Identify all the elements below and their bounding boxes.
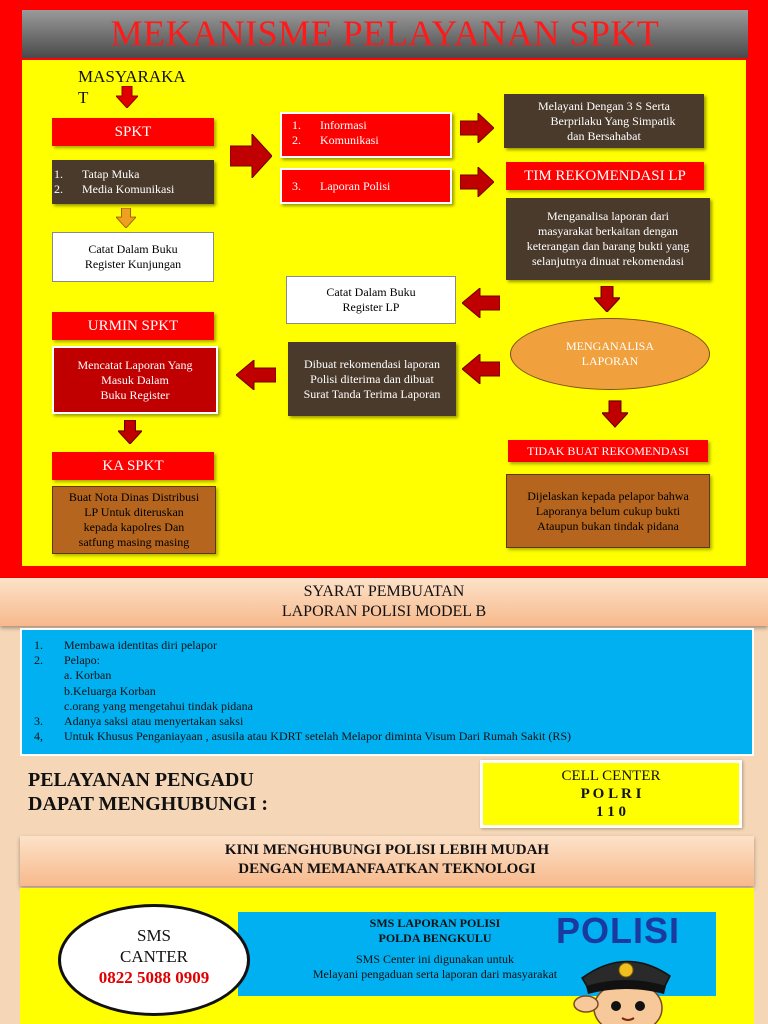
list-item: c.orang yang mengetahui tindak pidana [64, 698, 253, 713]
requirements-header: SYARAT PEMBUATAN LAPORAN POLISI MODEL B [0, 578, 768, 626]
contact-label: PELAYANAN PENGADU DAPAT MENGHUBUNGI : [28, 769, 268, 815]
list-item: 4,Untuk Khusus Penganiayaan , asusila at… [34, 729, 572, 744]
list-item: b.Keluarga Korban [64, 683, 156, 698]
list-item: 2.Media Komunikasi [54, 182, 175, 196]
list-item: 1.Informasi [292, 118, 367, 132]
arrow-down-icon [116, 86, 138, 108]
arrow-left-icon [462, 354, 500, 384]
cell-center-title: CELL CENTER [561, 768, 661, 784]
police-mascot-icon [564, 948, 684, 1024]
cell-center-polri: P O L R I [580, 786, 642, 802]
spkt-methods-box: 1.Tatap Muka 2.Media Komunikasi [52, 160, 214, 204]
spkt-label: SPKT [52, 118, 214, 146]
sms-label: SMS CANTER [120, 926, 188, 966]
laporan-polisi-box: 3.Laporan Polisi [280, 168, 452, 204]
urmin-spkt-label: URMIN SPKT [52, 312, 214, 340]
page-title: MEKANISME PELAYANAN SPKT [110, 13, 660, 53]
polisi-logo: POLISI [556, 910, 681, 951]
sms-panel-title: SMS LAPORAN POLISI POLDA BENGKULU [369, 916, 501, 945]
masyarakat-text: MASYARAKAT [78, 67, 186, 107]
list-item: 1.Tatap Muka [54, 167, 140, 181]
sms-number: 0822 5088 0909 [98, 968, 210, 987]
requirements-list: 1.Membawa identitas diri pelapor 2.Pelap… [20, 628, 754, 756]
arrow-down-icon [602, 400, 628, 428]
arrow-left-icon [462, 288, 500, 318]
list-item: 2.Komunikasi [292, 133, 379, 147]
sms-center-oval: SMS CANTER 0822 5088 0909 [58, 904, 250, 1016]
sms-panel-text: SMS Center ini digunakan untuk Melayani … [312, 952, 558, 981]
tidak-buat-rekomendasi-label: TIDAK BUAT REKOMENDASI [508, 440, 708, 462]
title-bar [22, 10, 748, 58]
masyarakat-label: MASYARAKAT [78, 66, 198, 108]
list-item: a. Korban [64, 668, 112, 683]
arrow-left-icon [236, 360, 276, 390]
list-item: 1.Membawa identitas diri pelapor [34, 638, 217, 652]
cell-center-number: 1 1 0 [596, 804, 626, 820]
arrow-down-icon [118, 420, 142, 444]
arrow-right-icon [230, 134, 272, 178]
arrow-right-icon [460, 167, 494, 197]
tim-rekomendasi-label: TIM REKOMENDASI LP [506, 162, 704, 190]
list-item: 3.Adanya saksi atau menyertakan saksi [34, 714, 244, 729]
list-item: 2.Pelapo: [34, 653, 100, 668]
info-komunikasi-box: 1.Informasi 2.Komunikasi [280, 112, 452, 158]
cell-center-box: CELL CENTER P O L R I 1 1 0 [480, 760, 742, 828]
arrow-down-icon [116, 208, 136, 228]
tech-header: KINI MENGHUBUNGI POLISI LEBIH MUDAH DENG… [20, 836, 754, 886]
list-item: 3.Laporan Polisi [292, 179, 391, 193]
ka-spkt-label: KA SPKT [52, 452, 214, 480]
arrow-down-icon [594, 286, 620, 312]
arrow-right-icon [460, 113, 494, 143]
